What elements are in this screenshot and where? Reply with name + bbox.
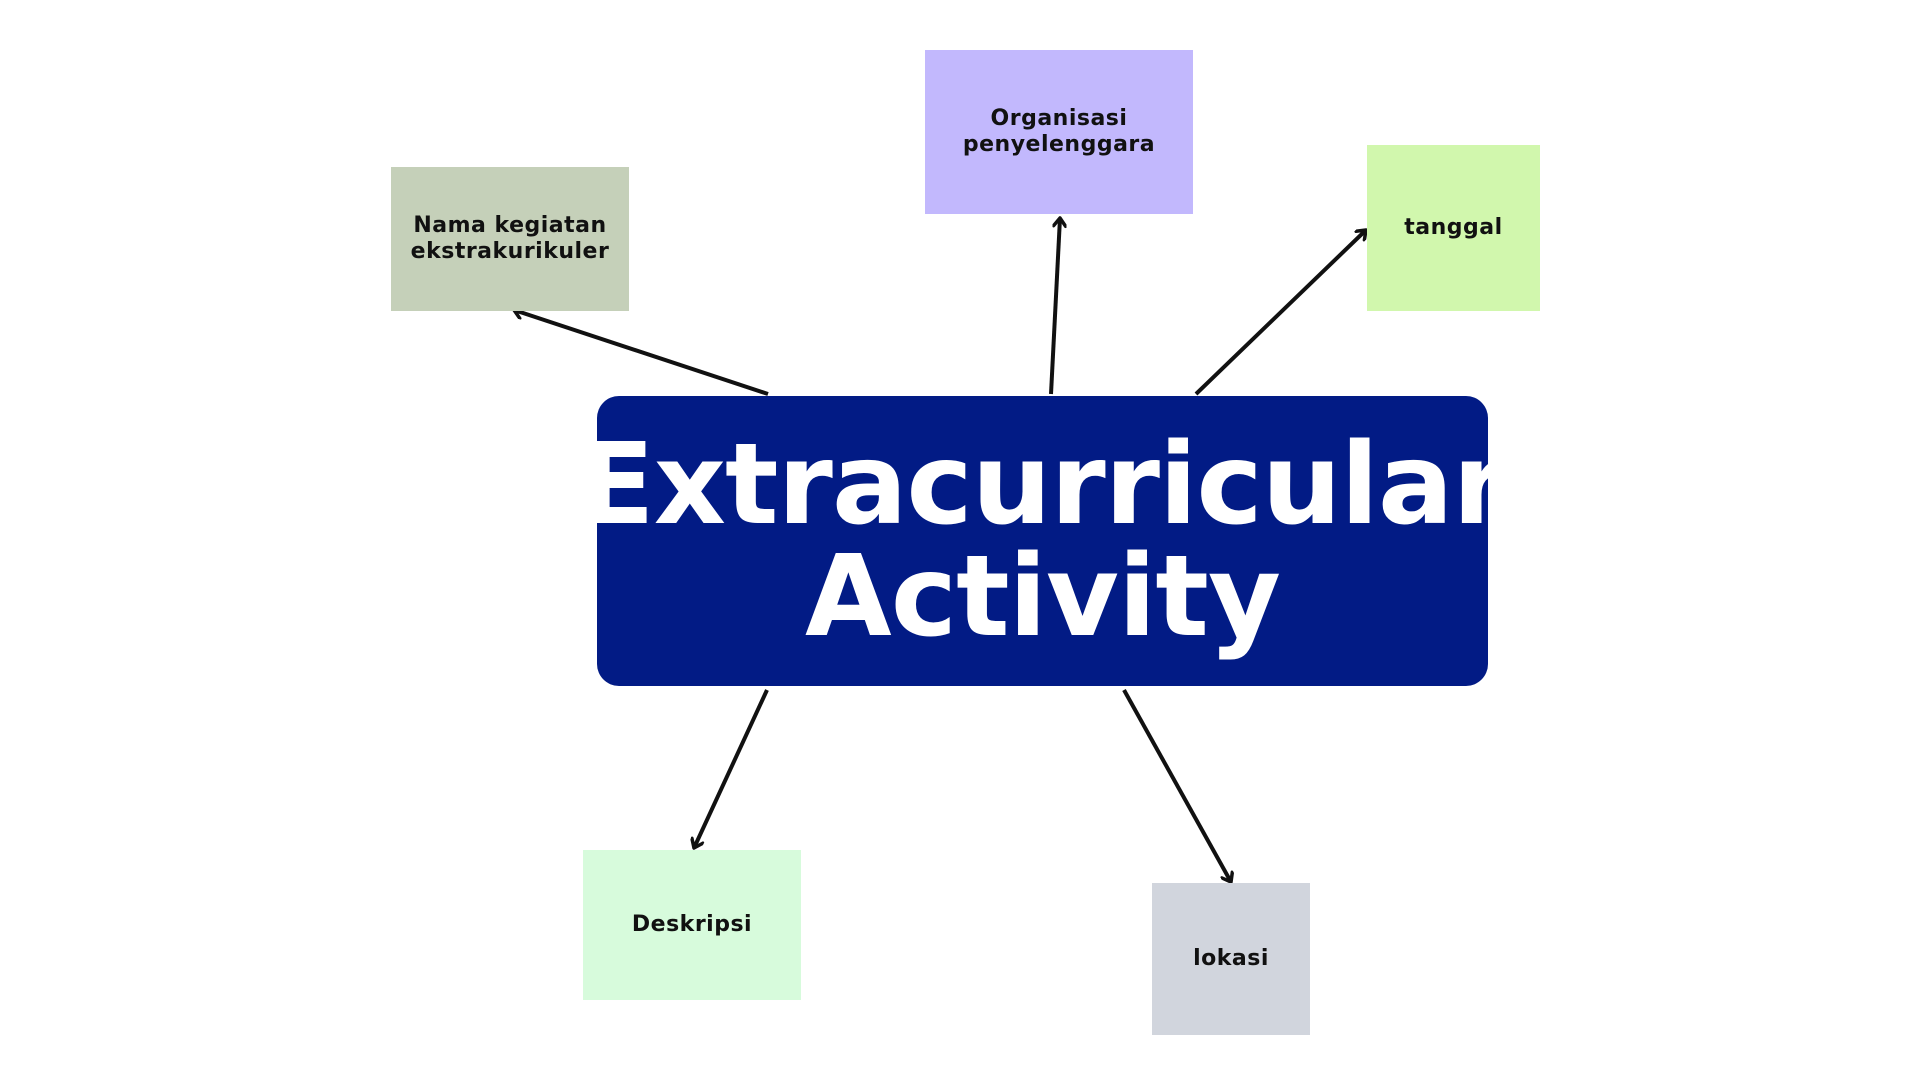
node-deskripsi: Deskripsi xyxy=(583,850,801,1000)
central-topic-title: Extracurricular Activity xyxy=(578,420,1507,662)
arrow-to-nama xyxy=(514,310,769,396)
node-nama-kegiatan-label: Nama kegiatan ekstrakurikuler xyxy=(410,213,610,264)
node-nama-kegiatan: Nama kegiatan ekstrakurikuler xyxy=(391,167,629,311)
node-lokasi-label: lokasi xyxy=(1193,946,1269,971)
node-tanggal-label: tanggal xyxy=(1404,215,1503,240)
node-organisasi-penyelenggara-label: Organisasi penyelenggara xyxy=(962,106,1156,157)
arrow-to-lokasi xyxy=(1122,689,1231,882)
node-organisasi-penyelenggara: Organisasi penyelenggara xyxy=(925,50,1193,214)
central-topic-box: Extracurricular Activity xyxy=(578,396,1508,686)
node-lokasi: lokasi xyxy=(1152,883,1310,1035)
node-deskripsi-label: Deskripsi xyxy=(631,912,753,937)
arrow-to-deskripsi xyxy=(694,689,769,848)
arrow-to-tanggal xyxy=(1194,230,1366,396)
node-tanggal: tanggal xyxy=(1367,145,1540,311)
arrow-to-organisasi xyxy=(1049,218,1060,395)
